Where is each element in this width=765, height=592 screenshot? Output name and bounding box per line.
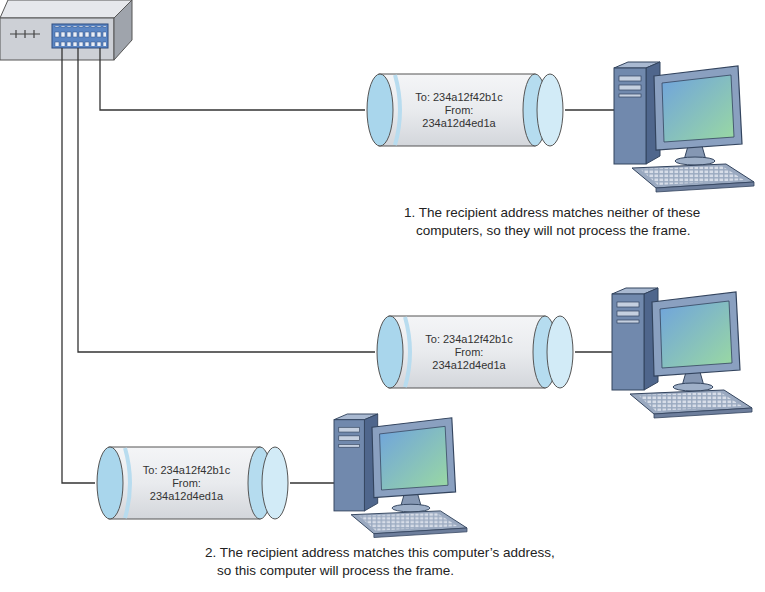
capsule-cap xyxy=(97,447,123,519)
capsule-body xyxy=(109,447,260,519)
frame-node: To: 234a12f42b1cFrom: 234a12d4ed1a xyxy=(365,73,565,147)
capsule-cap xyxy=(377,316,403,388)
computer xyxy=(614,62,754,192)
capsule-cap xyxy=(547,316,573,388)
frame-node: To: 234a12f42b1cFrom: 234a12d4ed1a xyxy=(375,315,575,389)
capsule-body xyxy=(389,316,545,388)
port-panel xyxy=(52,24,108,48)
frame-node: To: 234a12f42b1cFrom: 234a12d4ed1a xyxy=(95,446,290,520)
capsule-band xyxy=(125,448,130,518)
computer xyxy=(334,414,467,538)
capsule-cap xyxy=(262,447,288,519)
explanation-note: 1. The recipient address matches neither… xyxy=(404,204,761,240)
frame-address: To: 234a12f42b1c xyxy=(414,91,504,104)
cable xyxy=(575,351,612,352)
frame-address: To: 234a12f42b1c xyxy=(142,464,232,477)
cable xyxy=(290,482,334,483)
cable xyxy=(78,48,375,352)
cable xyxy=(100,48,365,110)
switch-side xyxy=(114,0,132,60)
capsule-cap xyxy=(367,74,393,146)
capsule-band xyxy=(405,317,410,387)
frame-address: To: 234a12f42b1c xyxy=(424,333,514,346)
computer xyxy=(612,288,752,418)
cable xyxy=(565,109,614,110)
capsule-body xyxy=(379,74,535,146)
capsule-cap xyxy=(537,74,563,146)
capsule-band xyxy=(395,75,400,145)
ports xyxy=(54,26,106,46)
explanation-note: 2. The recipient address matches this co… xyxy=(205,544,567,580)
frame-address: From: 234a12d4ed1a xyxy=(424,346,514,372)
switch-top xyxy=(0,0,132,18)
frame-address: From: 234a12d4ed1a xyxy=(414,104,504,130)
network-switch xyxy=(0,0,132,60)
cable xyxy=(62,48,95,483)
frame-address: From: 234a12d4ed1a xyxy=(142,477,232,503)
switch-symbol xyxy=(10,30,40,38)
switch-front xyxy=(0,18,114,60)
